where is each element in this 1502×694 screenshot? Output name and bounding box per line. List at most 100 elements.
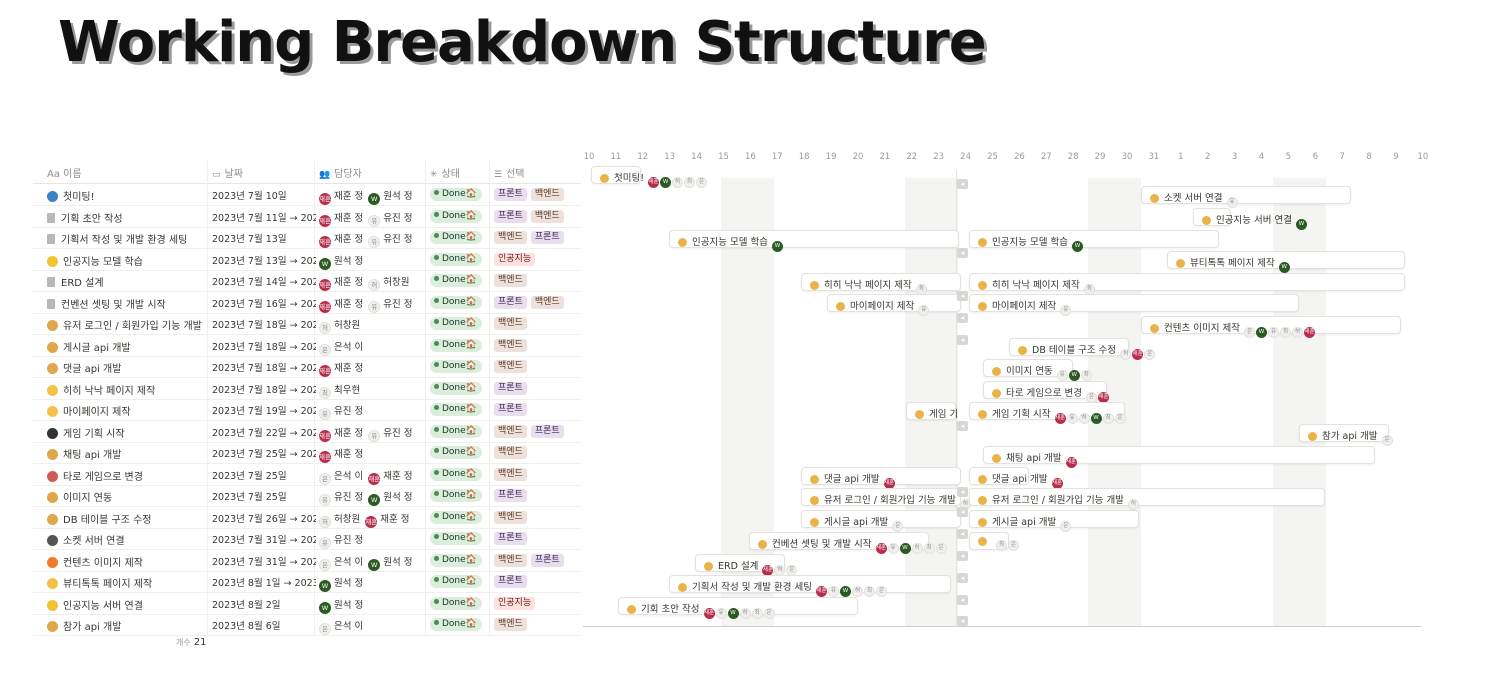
- row-select-cell[interactable]: 프론트: [494, 532, 584, 545]
- row-name-cell[interactable]: 게임 기획 시작: [47, 425, 217, 440]
- row-name-cell[interactable]: 컨벤션 셋팅 및 개발 시작: [47, 296, 217, 311]
- scroll-to-bar-icon[interactable]: ◂: [957, 179, 968, 189]
- timeline-bar[interactable]: 유저 로그인 / 회원가입 기능 개발 허: [969, 488, 1325, 510]
- row-date-cell[interactable]: 2023년 7월 14일 → 2023: [212, 277, 316, 288]
- row-date-cell[interactable]: 2023년 7월 31일 → 2023: [212, 535, 316, 546]
- row-date-cell[interactable]: 2023년 7월 16일 → 2023: [212, 298, 316, 310]
- row-name-cell[interactable]: 첫미팅!: [47, 188, 217, 203]
- row-status-cell[interactable]: Done🏠: [430, 446, 490, 459]
- scroll-to-bar-icon[interactable]: ◂: [957, 507, 968, 517]
- row-date-cell[interactable]: 2023년 7월 10일: [212, 191, 287, 202]
- row-date-cell[interactable]: 2023년 7월 18일 → 2023: [212, 341, 316, 353]
- row-status-cell[interactable]: Done🏠: [430, 209, 490, 223]
- timeline-bar[interactable]: 히히 낙낙 페이지 제작 최: [969, 273, 1405, 295]
- row-name-cell[interactable]: 인공지능 서버 연결: [47, 597, 217, 612]
- row-date-cell[interactable]: 2023년 7월 19일 → 2023: [212, 406, 316, 417]
- row-date-cell[interactable]: 2023년 8월 6일: [212, 621, 281, 632]
- row-select-cell[interactable]: 백엔드: [494, 510, 584, 524]
- timeline-bar[interactable]: 게임 기: [906, 402, 958, 420]
- row-status-cell[interactable]: Done🏠: [430, 317, 490, 330]
- row-select-cell[interactable]: 백엔드: [494, 274, 584, 287]
- timeline-bar[interactable]: 인공지능 서버 연결 W: [1193, 208, 1307, 230]
- column-header-select[interactable]: ☰선택: [494, 169, 525, 180]
- row-name-cell[interactable]: 이미지 연동: [47, 489, 217, 504]
- scroll-to-bar-icon[interactable]: ◂: [957, 335, 968, 345]
- row-select-cell[interactable]: 프론트: [494, 403, 584, 416]
- row-select-cell[interactable]: 인공지능: [494, 596, 584, 610]
- row-name-cell[interactable]: 컨텐츠 이미지 제작: [47, 554, 217, 569]
- timeline-bar[interactable]: 인공지능 모델 학습 W: [669, 230, 959, 252]
- row-status-cell[interactable]: Done🏠: [430, 295, 490, 309]
- timeline-bar[interactable]: 참가 api 개발 은: [1299, 424, 1393, 446]
- row-name-cell[interactable]: 기획 초안 작성: [47, 210, 217, 225]
- row-status-cell[interactable]: Done🏠: [430, 467, 490, 481]
- row-status-cell[interactable]: Done🏠: [430, 403, 490, 416]
- row-select-cell[interactable]: 백엔드: [494, 338, 584, 352]
- row-date-cell[interactable]: 2023년 7월 13일 → 2023: [212, 255, 316, 267]
- row-name-cell[interactable]: 뷰티톡톡 페이지 제작: [47, 575, 217, 590]
- row-date-cell[interactable]: 2023년 7월 18일 → 2023: [212, 363, 316, 374]
- row-select-cell[interactable]: 백엔드: [494, 360, 584, 373]
- scroll-to-bar-icon[interactable]: ◂: [957, 291, 968, 301]
- scroll-to-bar-icon[interactable]: ◂: [957, 573, 968, 583]
- row-status-cell[interactable]: Done🏠: [430, 489, 490, 502]
- scroll-to-bar-icon[interactable]: ◂: [957, 616, 968, 626]
- row-name-cell[interactable]: 히히 낙낙 페이지 제작: [47, 382, 217, 397]
- row-status-cell[interactable]: Done🏠: [430, 231, 490, 244]
- timeline-bar[interactable]: 인공지능 모델 학습 W: [969, 230, 1219, 252]
- column-header-status[interactable]: ✳상태: [430, 169, 460, 180]
- row-date-cell[interactable]: 2023년 7월 31일 → 2023: [212, 556, 316, 568]
- row-status-cell[interactable]: Done🏠: [430, 381, 490, 395]
- timeline-bar[interactable]: 히히 낙낙 페이지 제작 최: [801, 273, 961, 295]
- row-status-cell[interactable]: Done🏠: [430, 510, 490, 524]
- scroll-to-bar-icon[interactable]: ◂: [957, 248, 968, 258]
- scroll-to-bar-icon[interactable]: ◂: [957, 529, 968, 539]
- row-name-cell[interactable]: 유저 로그인 / 회원가입 기능 개발: [47, 317, 217, 332]
- row-name-cell[interactable]: 채팅 api 개발: [47, 446, 217, 461]
- column-header-name[interactable]: Aa 이름: [47, 169, 82, 180]
- row-select-cell[interactable]: 프론트: [494, 489, 584, 502]
- row-status-cell[interactable]: Done🏠: [430, 618, 490, 631]
- timeline-bar[interactable]: 게시글 api 개발 은: [801, 510, 961, 532]
- row-date-cell[interactable]: 2023년 7월 18일 → 2023: [212, 384, 316, 396]
- timeline-bar[interactable]: 유저 로그인 / 회원가입 기능 개발 허: [801, 488, 971, 510]
- scroll-to-bar-icon[interactable]: ◂: [957, 551, 968, 561]
- scroll-to-bar-icon[interactable]: ◂: [957, 595, 968, 605]
- row-date-cell[interactable]: 2023년 8월 1일 → 2023년: [212, 578, 316, 589]
- row-status-cell[interactable]: Done🏠: [430, 553, 490, 567]
- timeline-bar[interactable]: 소켓 서버 연결 유: [1141, 186, 1351, 208]
- timeline-bar[interactable]: 댓글 api 개발 재훈: [801, 467, 961, 489]
